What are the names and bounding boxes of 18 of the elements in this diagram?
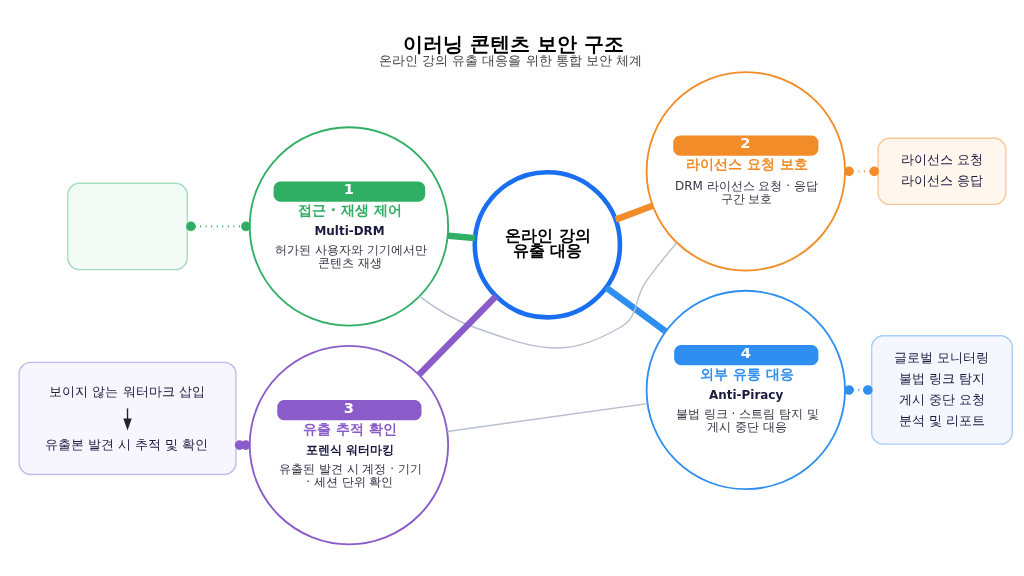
connector bbox=[844, 166, 880, 177]
node-circle: 1 접근 · 재생 제어 Multi-DRM 허가된 사용자와 기기에서만 콘텐츠 재생 bbox=[248, 126, 450, 327]
connector bbox=[614, 202, 654, 223]
node-circle: 3 유출 추적 확인 포렌식 워터마킹 유출된 발견 시 계정 · 기기 · 세션 단위 확인 bbox=[248, 344, 450, 546]
node-circle: 2 라이선스 요청 보호 DRM 라이선스 요청 · 응답 구간 보호 bbox=[645, 71, 846, 272]
node-text: 유출본 발견 시 추적 및 확인 bbox=[44, 436, 209, 452]
node-box: 글로벌 모니터링 불법 링크 탐지 게시 중단 요청 분석 및 리포트 bbox=[871, 335, 1013, 445]
connector bbox=[186, 221, 251, 232]
connector bbox=[418, 242, 678, 349]
connector bbox=[416, 293, 499, 377]
node-text: 보이지 않는 워터마크 삽입 bbox=[49, 383, 205, 399]
connector bbox=[604, 285, 668, 334]
node-circle: 4 외부 유통 대응 Anti-Piracy 불법 링크 · 스트림 탐지 및 게시 중단 대응 bbox=[645, 289, 846, 491]
node-box: 라이선스 요청 라이선스 응답 bbox=[877, 137, 1007, 206]
node-circle: 온라인 강의 유출 대응 bbox=[472, 169, 623, 320]
cluster bbox=[18, 361, 237, 476]
connector bbox=[446, 402, 648, 433]
node-box bbox=[67, 182, 188, 271]
